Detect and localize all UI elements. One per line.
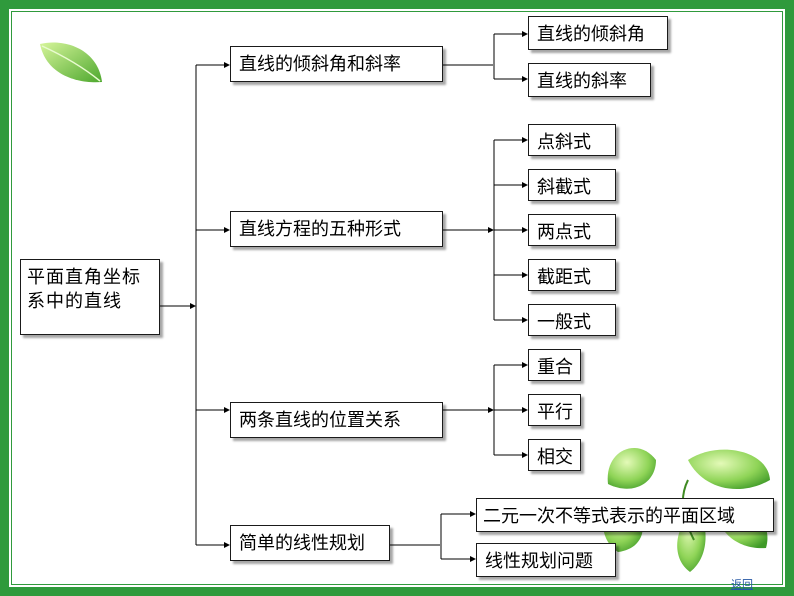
- leaf-label: 点斜式: [537, 132, 591, 153]
- leaf-label: 平行: [537, 402, 573, 423]
- leaf-node-slope: 直线的斜率: [528, 63, 651, 97]
- branch-node-equation-forms: 直线方程的五种形式: [230, 211, 443, 247]
- branch-label: 直线方程的五种形式: [239, 219, 401, 240]
- leaf-node-two-point: 两点式: [528, 214, 616, 246]
- leaf-label: 斜截式: [537, 177, 591, 198]
- leaf-node-inclination: 直线的倾斜角: [528, 16, 668, 50]
- leaf-label: 截距式: [537, 267, 591, 288]
- back-link[interactable]: 返回: [731, 576, 753, 592]
- leaf-label: 重合: [537, 357, 573, 378]
- leaf-node-coincide: 重合: [528, 349, 581, 381]
- branch-label: 两条直线的位置关系: [239, 410, 401, 431]
- leaf-node-intersect: 相交: [528, 439, 581, 471]
- leaf-label: 两点式: [537, 222, 591, 243]
- leaf-label: 直线的倾斜角: [537, 24, 645, 45]
- leaf-label: 线性规划问题: [485, 551, 593, 572]
- branch-node-positional-relation: 两条直线的位置关系: [230, 402, 443, 438]
- branch-node-linear-programming: 简单的线性规划: [230, 525, 390, 561]
- leaf-node-general: 一般式: [528, 304, 616, 336]
- leaf-label: 直线的斜率: [537, 71, 627, 92]
- leaf-label: 一般式: [537, 312, 591, 333]
- leaf-label: 相交: [537, 447, 573, 468]
- leaf-node-point-slope: 点斜式: [528, 124, 616, 156]
- leaf-node-lp-problem: 线性规划问题: [476, 543, 616, 577]
- leaf-node-slope-intercept: 斜截式: [528, 169, 616, 201]
- leaf-node-parallel: 平行: [528, 394, 581, 426]
- leaf-label: 二元一次不等式表示的平面区域: [483, 506, 735, 527]
- root-node: 平面直角坐标系中的直线: [20, 259, 160, 335]
- root-label: 平面直角坐标系中的直线: [27, 267, 141, 312]
- branch-label: 简单的线性规划: [239, 533, 365, 554]
- leaf-node-inequality-region: 二元一次不等式表示的平面区域: [476, 498, 774, 532]
- branch-label: 直线的倾斜角和斜率: [239, 54, 401, 75]
- branch-node-slope: 直线的倾斜角和斜率: [230, 46, 443, 82]
- leaf-node-intercept: 截距式: [528, 259, 616, 291]
